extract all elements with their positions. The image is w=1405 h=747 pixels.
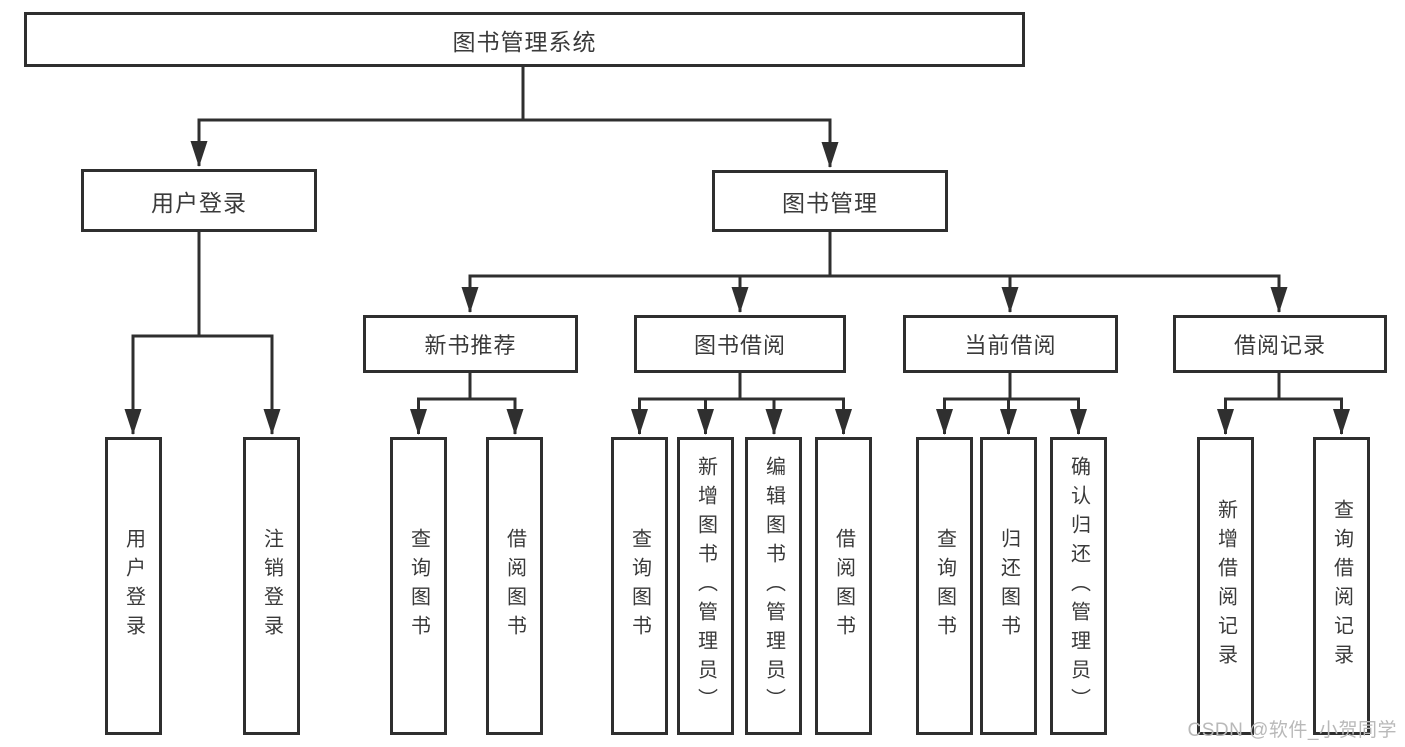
node-label: 借阅记录 [1233,333,1326,358]
leaf-user-login: 用户登录 [105,437,162,735]
node-label: 新书推荐 [424,333,517,358]
leaf-borrow-borrow-books: 借阅图书 [815,437,872,735]
node-label: 查询借阅记录 [1330,499,1353,673]
leaf-current-query-books: 查询图书 [916,437,973,735]
leaf-current-return-books: 归还图书 [980,437,1037,735]
node-label: 确认归还（管理员） [1067,455,1090,717]
node-label: 归还图书 [997,528,1020,644]
node-label: 新增借阅记录 [1214,499,1237,673]
node-label: 查询图书 [628,528,651,644]
csdn-watermark: CSDN @软件_小贺同学 [1187,720,1397,741]
node-current-borrow: 当前借阅 [903,315,1118,373]
node-label: 用户登录 [122,528,145,644]
leaf-current-confirm-return-admin: 确认归还（管理员） [1050,437,1107,735]
node-user-login: 用户登录 [81,169,317,232]
leaf-newbook-borrow-books: 借阅图书 [486,437,543,735]
node-label: 图书管理 [782,190,878,216]
node-label: 图书管理系统 [452,28,597,55]
leaf-newbook-query-books: 查询图书 [390,437,447,735]
node-label: 当前借阅 [964,333,1057,358]
node-label: 新增图书（管理员） [694,455,717,717]
leaf-borrow-edit-books-admin: 编辑图书（管理员） [745,437,802,735]
node-label: 图书借阅 [693,333,786,358]
node-label: 查询图书 [933,528,956,644]
leaf-record-query-borrow-record: 查询借阅记录 [1313,437,1370,735]
node-book-management-system: 图书管理系统 [24,12,1025,67]
node-label: 借阅图书 [503,528,526,644]
leaf-record-add-borrow-record: 新增借阅记录 [1197,437,1254,735]
node-book-borrow: 图书借阅 [634,315,846,373]
leaf-borrow-add-books-admin: 新增图书（管理员） [677,437,734,735]
node-label: 借阅图书 [832,528,855,644]
node-borrow-record: 借阅记录 [1173,315,1387,373]
node-book-management: 图书管理 [712,170,948,232]
leaf-borrow-query-books: 查询图书 [611,437,668,735]
node-new-book-recommend: 新书推荐 [363,315,578,373]
node-label: 用户登录 [151,189,247,216]
node-label: 注销登录 [260,528,283,644]
node-label: 编辑图书（管理员） [762,455,785,717]
node-label: 查询图书 [407,528,430,644]
leaf-logout: 注销登录 [243,437,300,735]
